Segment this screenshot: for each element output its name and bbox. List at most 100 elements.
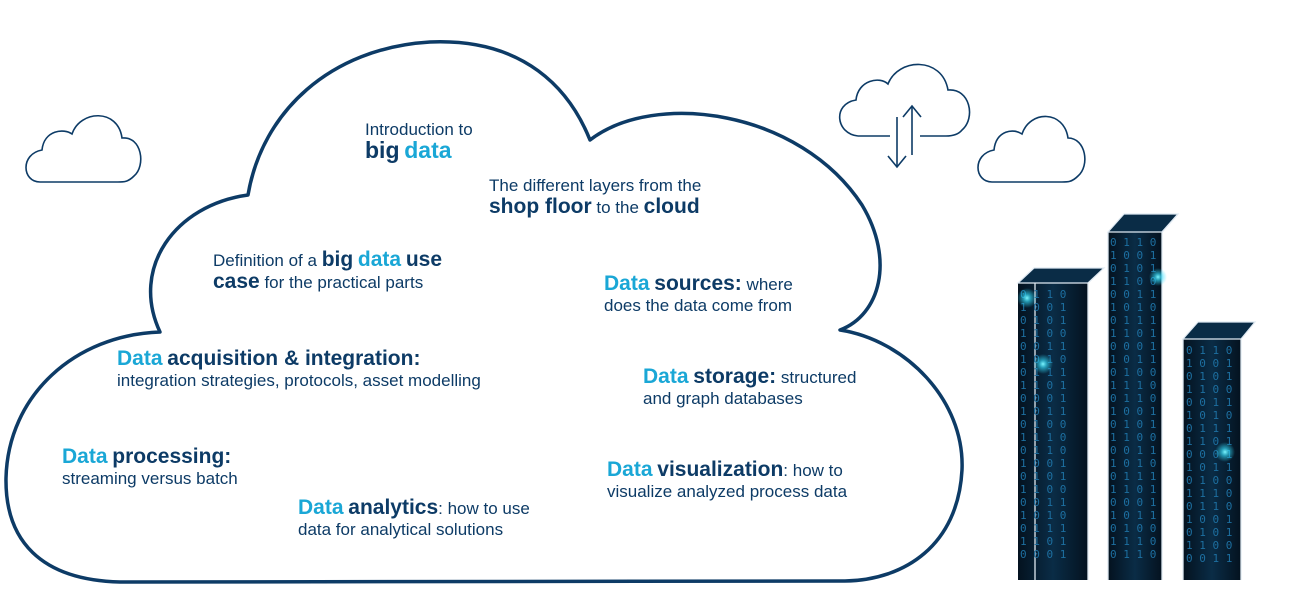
binary-texture-row: 0 1 1 1 (1186, 422, 1232, 435)
binary-texture-row: 0 1 1 1 (1110, 470, 1156, 483)
topic-storage-title: storage: (693, 365, 777, 388)
binary-texture-row: 1 0 0 1 (1110, 249, 1156, 262)
data-tower-middle: 0 1 1 01 0 0 10 1 0 11 1 0 00 0 1 11 0 1… (1106, 213, 1180, 580)
binary-texture-row: 0 0 0 1 (1110, 340, 1156, 353)
topic-analytics-title: analytics (348, 496, 439, 519)
binary-texture-row: 0 0 1 1 (1186, 552, 1232, 565)
topic-intro-line1: Introduction to (365, 120, 473, 139)
topic-analytics-rest2: data for analytical solutions (298, 520, 504, 539)
binary-texture-row: 1 0 1 1 (1110, 509, 1156, 522)
binary-texture-row: 1 0 1 0 (1110, 301, 1156, 314)
cloud-upload-download-icon (838, 63, 971, 169)
binary-texture-row: 0 0 1 1 (1110, 288, 1156, 301)
topic-storage-rest1: structured (780, 368, 857, 387)
topic-sources-rest1: where (746, 275, 793, 294)
binary-texture-row: 0 0 0 1 (1110, 496, 1156, 509)
topic-analytics: Data analytics: how to use data for anal… (298, 497, 530, 540)
topic-storage: Data storage: structured and graph datab… (643, 366, 856, 409)
binary-texture-row: 0 0 0 1 (1020, 392, 1066, 405)
binary-texture-row: 1 0 0 1 (1110, 405, 1156, 418)
topic-processing-rest: streaming versus batch (62, 469, 238, 488)
binary-texture-row: 1 1 0 1 (1110, 483, 1156, 496)
cloud-icon (25, 114, 142, 183)
binary-texture-row: 0 1 1 0 (1110, 548, 1156, 561)
topic-acquisition: Data acquisition & integration: integrat… (117, 348, 481, 391)
binary-texture-row: 0 1 1 1 (1110, 314, 1156, 327)
binary-texture-row: 0 1 0 0 (1020, 418, 1066, 431)
binary-texture-row: 0 1 0 1 (1186, 370, 1232, 383)
binary-texture-row: 1 1 1 0 (1186, 487, 1232, 500)
topic-processing-title: processing: (112, 445, 232, 468)
binary-texture-row: 1 0 1 0 (1020, 509, 1066, 522)
binary-texture-row: 0 1 0 1 (1020, 314, 1066, 327)
topic-storage-rest2: and graph databases (643, 389, 803, 408)
binary-texture-row: 1 1 0 0 (1020, 483, 1066, 496)
binary-texture-row: 0 1 0 1 (1020, 470, 1066, 483)
binary-texture-row: 1 1 0 1 (1020, 535, 1066, 548)
binary-texture-row: 0 1 1 1 (1020, 522, 1066, 535)
topic-sources-rest2: does the data come from (604, 296, 793, 315)
binary-texture-row: 1 1 0 0 (1110, 431, 1156, 444)
binary-texture-row: 0 0 1 1 (1110, 444, 1156, 457)
topic-layers: The different layers from the shop floor… (489, 175, 701, 218)
topic-visualization-rest2: visualize analyzed process data (607, 482, 848, 501)
binary-texture-row: 1 0 1 0 (1110, 457, 1156, 470)
binary-texture-row: 1 0 1 1 (1110, 353, 1156, 366)
binary-texture-row: 1 0 0 1 (1186, 513, 1232, 526)
binary-texture-row: 0 0 1 1 (1186, 396, 1232, 409)
topic-definition-pre: Definition of a (213, 251, 317, 270)
binary-texture-row: 0 1 0 1 (1186, 526, 1232, 539)
binary-texture-row: 1 1 0 0 (1020, 327, 1066, 340)
binary-texture-row: 1 0 1 1 (1020, 405, 1066, 418)
topic-analytics-rest1: : how to use (438, 499, 530, 518)
binary-texture-row: 0 1 1 0 (1186, 500, 1232, 513)
binary-texture-row: 0 1 0 1 (1110, 262, 1156, 275)
cloud-icon (977, 115, 1086, 183)
topic-definition-data: data (357, 248, 402, 271)
topic-layers-mid: to the (596, 198, 639, 217)
data-tower-icon: 0 1 1 01 0 0 10 1 0 11 1 0 00 0 1 11 0 1… (1016, 213, 1257, 580)
topic-visualization-title: visualization (657, 458, 784, 481)
topic-processing-data: Data (62, 445, 108, 468)
binary-texture-row: 1 1 1 0 (1110, 379, 1156, 392)
binary-texture-row: 0 1 0 1 (1110, 418, 1156, 431)
topic-processing: Data processing: streaming versus batch (62, 446, 238, 489)
topic-layers-shop-floor: shop floor (489, 195, 592, 218)
binary-texture-row: 0 0 1 1 (1020, 340, 1066, 353)
topic-visualization-rest1: : how to (783, 461, 843, 480)
binary-texture-row: 1 1 1 0 (1020, 431, 1066, 444)
topic-definition: Definition of a big data use case for th… (213, 249, 442, 293)
topic-intro-data: data (404, 137, 452, 163)
topic-acquisition-data: Data (117, 347, 163, 370)
binary-texture-row: 0 1 1 0 (1110, 392, 1156, 405)
binary-texture-row: 0 0 0 1 (1020, 548, 1066, 561)
topic-acquisition-rest: integration strategies, protocols, asset… (117, 371, 481, 390)
topic-sources: Data sources: where does the data come f… (604, 273, 793, 316)
binary-texture-row: 0 0 1 1 (1020, 496, 1066, 509)
binary-texture-row: 1 1 0 0 (1110, 275, 1156, 288)
topic-definition-use: use (405, 248, 443, 271)
binary-texture-row: 1 1 0 0 (1186, 539, 1232, 552)
binary-texture-row: 0 1 1 0 (1186, 344, 1232, 357)
binary-texture-row: 1 0 0 1 (1020, 457, 1066, 470)
topic-definition-case: case (213, 270, 260, 293)
topic-definition-big: big (321, 248, 354, 271)
binary-texture-row: 0 1 1 0 (1110, 236, 1156, 249)
binary-texture-row: 1 0 1 1 (1186, 461, 1232, 474)
topic-visualization: Data visualization: how to visualize ana… (607, 459, 847, 502)
main-cloud-outline (4, 40, 964, 584)
topic-intro-big: big (365, 137, 400, 163)
topic-sources-data: Data (604, 272, 650, 295)
binary-texture-row: 0 1 1 0 (1020, 444, 1066, 457)
topic-definition-post: for the practical parts (264, 273, 424, 292)
data-tower-right: 0 1 1 01 0 0 10 1 0 11 1 0 00 0 1 11 0 1… (1181, 321, 1257, 580)
topic-analytics-data: Data (298, 496, 344, 519)
binary-texture-row: 1 1 0 0 (1186, 383, 1232, 396)
binary-texture-row: 1 1 0 1 (1020, 379, 1066, 392)
binary-texture-row: 1 1 1 0 (1110, 535, 1156, 548)
topic-layers-line1: The different layers from the (489, 176, 702, 195)
binary-texture-row: 0 1 0 0 (1110, 366, 1156, 379)
topic-sources-title: sources: (654, 272, 742, 295)
